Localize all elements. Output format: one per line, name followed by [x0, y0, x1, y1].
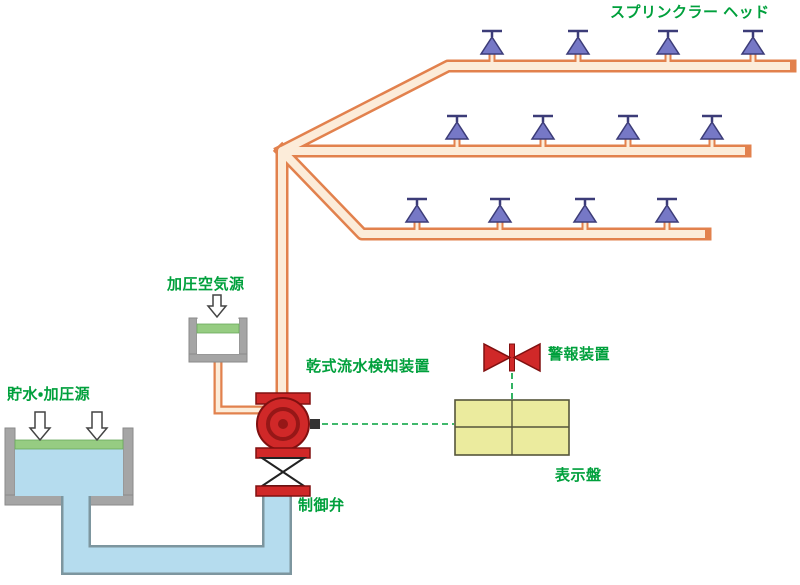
- sprinkler-head-icon: [572, 197, 598, 224]
- signal-port: [310, 419, 320, 429]
- air-source-vessel: [188, 317, 248, 363]
- label-flow-detector: 乾式流水検知装置: [306, 358, 431, 375]
- sprinkler-head-icon: [565, 29, 591, 56]
- display-panel-icon: [454, 399, 570, 456]
- label-control-valve: 制御弁: [298, 497, 345, 514]
- signal-lines: [322, 373, 513, 425]
- sprinkler-head-icon: [699, 114, 725, 141]
- alarm-device-icon: [483, 342, 541, 373]
- sprinkler-head-icon: [615, 114, 641, 141]
- sprinkler-head-icon: [655, 29, 681, 56]
- sprinkler-head-icon: [444, 114, 470, 141]
- sprinkler-head-icon: [530, 114, 556, 141]
- control-valve-icon: [255, 457, 311, 497]
- wet-pipe: [61, 482, 292, 575]
- pressure-arrow-icon: [28, 411, 52, 442]
- label-sprinkler-head: スプリンクラー ヘッド: [610, 4, 770, 21]
- label-alarm: 警報装置: [548, 346, 611, 363]
- pressure-arrow-icon: [85, 411, 109, 442]
- sprinkler-head-icon: [740, 29, 766, 56]
- label-water-source: 貯水・加圧源: [7, 386, 91, 403]
- label-display-panel: 表示盤: [555, 467, 602, 484]
- sprinkler-head-icon: [654, 197, 680, 224]
- sprinkler-head-icon: [404, 197, 430, 224]
- tank-water: [14, 439, 124, 496]
- dry-pipe-network: [272, 54, 797, 407]
- sprinkler-head-icon: [479, 29, 505, 56]
- flow-detector-valve-icon: [255, 392, 320, 459]
- sprinkler-head-icon: [487, 197, 513, 224]
- label-air-source: 加圧空気源: [167, 276, 245, 293]
- air-arrow-icon: [206, 294, 228, 319]
- air-supply-pipe: [213, 352, 280, 415]
